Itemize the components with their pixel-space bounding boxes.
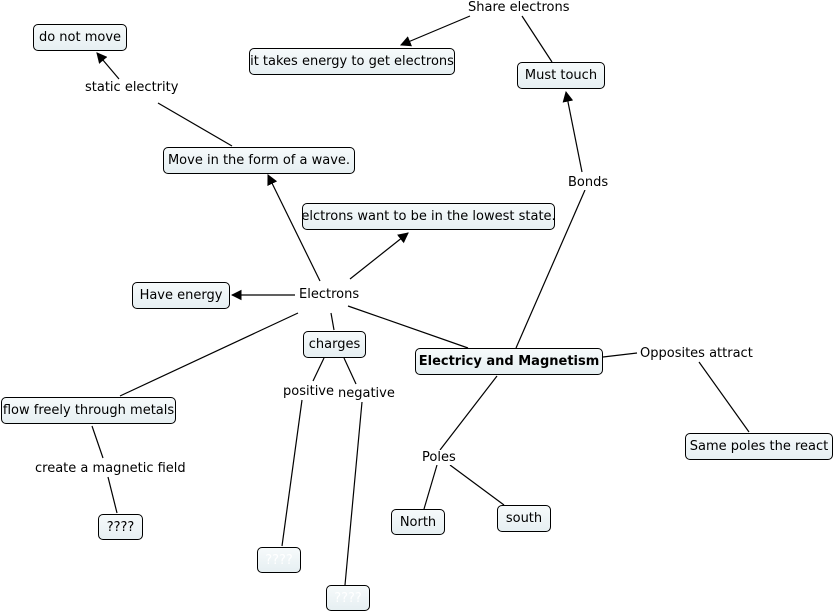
link-label-create-magnetic-field: create a magnetic field: [33, 461, 188, 476]
link-electrons-to-main: [347, 305, 469, 349]
concept-move-wave[interactable]: Move in the form of a wave.: [163, 147, 355, 174]
concept-south[interactable]: south: [497, 505, 551, 532]
link-charges-to-negative: [343, 357, 357, 385]
link-positive-to-unknown-2: [281, 399, 303, 547]
concept-unknown-3[interactable]: ????: [326, 585, 370, 611]
link-main-to-opposites: [602, 352, 638, 358]
concept-main-electricy-and-magnetism[interactable]: Electricy and Magnetism: [415, 348, 603, 375]
link-electrons-to-flow: [119, 312, 299, 397]
link-main-to-bonds: [515, 189, 586, 349]
link-charges-to-positive: [312, 357, 325, 382]
link-label-negative: negative: [336, 386, 397, 401]
link-label-bonds: Bonds: [566, 175, 611, 190]
link-opposites-to-same-poles: [698, 361, 750, 433]
link-label-positive: positive: [281, 384, 336, 399]
concept-must-touch[interactable]: Must touch: [517, 62, 605, 89]
link-flow-to-magnetic-field: [91, 425, 104, 459]
concept-takes-energy[interactable]: it takes energy to get electrons: [249, 48, 455, 75]
concept-flow-freely[interactable]: flow freely through metals: [1, 397, 176, 424]
link-electrons-to-charges: [330, 312, 335, 331]
concept-north[interactable]: North: [391, 509, 445, 535]
link-share-to-must-touch: [521, 15, 553, 63]
link-poles-to-south: [449, 464, 505, 506]
link-electrons-to-wave: [267, 174, 321, 282]
link-label-static-electrity: static electrity: [83, 80, 181, 95]
concept-have-energy[interactable]: Have energy: [132, 282, 230, 309]
link-negative-to-unknown-3: [344, 401, 363, 586]
link-electrons-to-lowest-state: [349, 232, 409, 280]
concept-do-not-move[interactable]: do not move: [33, 24, 127, 51]
link-magnetic-field-to-unknown-1: [107, 476, 118, 514]
link-poles-to-north: [423, 464, 438, 510]
link-label-poles: Poles: [420, 450, 458, 465]
concept-unknown-1[interactable]: ????: [98, 514, 143, 540]
concept-charges[interactable]: charges: [303, 331, 366, 358]
link-wave-to-static: [157, 102, 233, 147]
concept-lowest-state[interactable]: elctrons want to be in the lowest state.: [301, 203, 556, 230]
link-label-opposites-attract: Opposites attract: [638, 346, 755, 361]
concept-same-poles[interactable]: Same poles the react: [685, 433, 833, 460]
concept-unknown-2[interactable]: ????: [257, 547, 301, 573]
link-static-to-do-not-move: [96, 52, 120, 80]
link-share-to-takes-energy: [400, 15, 471, 47]
link-main-to-poles: [439, 375, 498, 451]
link-bonds-to-must-touch: [562, 90, 583, 173]
link-label-share-electrons: Share electrons: [466, 0, 572, 15]
concept-electrons[interactable]: Electrons: [297, 287, 362, 302]
